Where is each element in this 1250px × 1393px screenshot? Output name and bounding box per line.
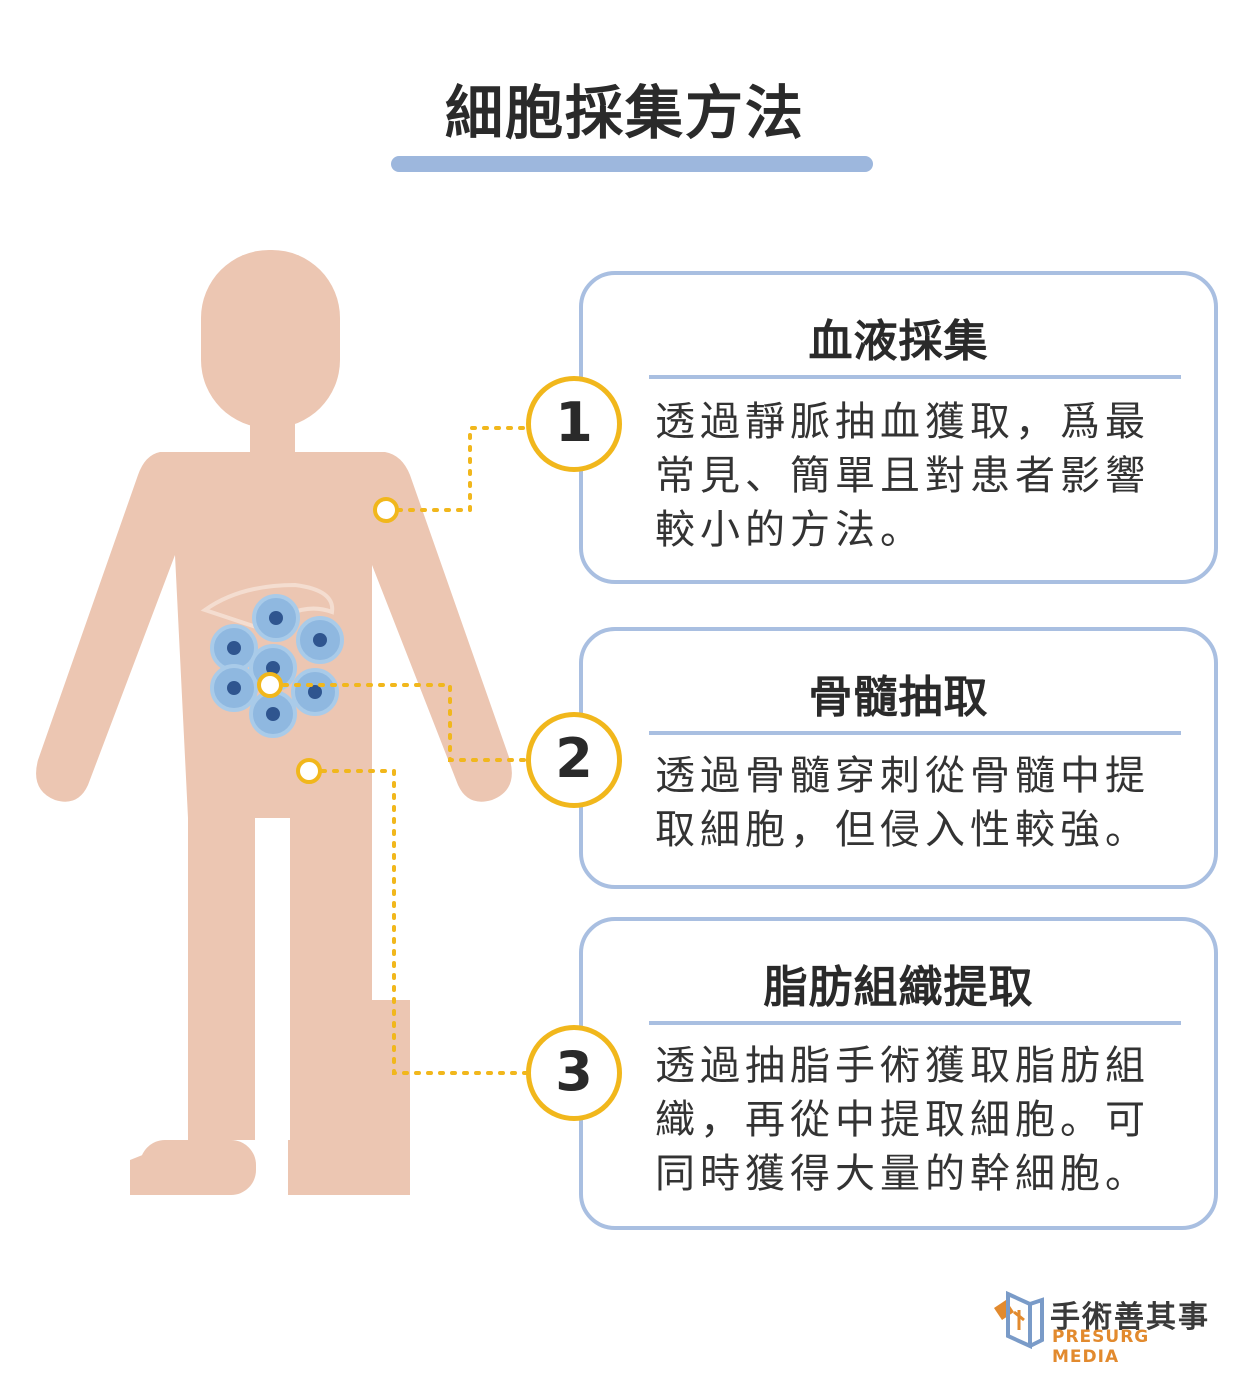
card-heading: 脂肪組織提取	[763, 962, 1034, 1013]
stem-cell	[252, 594, 300, 642]
card-description: 透過骨髓穿刺從骨髓中提取細胞，但侵入性較強。	[655, 753, 1150, 853]
method-card-bone-marrow: 骨髓抽取 透過骨髓穿刺從骨髓中提取細胞，但侵入性較強。	[579, 627, 1218, 889]
card-divider	[649, 731, 1181, 735]
connector-3	[320, 769, 528, 1075]
stem-cell	[210, 624, 258, 672]
marker-dot-hip	[257, 672, 283, 698]
card-heading: 骨髓抽取	[808, 672, 989, 723]
card-description: 透過抽脂手術獲取脂肪組織，再從中提取細胞。可同時獲得大量的幹細胞。	[655, 1043, 1150, 1197]
marker-dot-abdomen	[296, 758, 322, 784]
logo-english-name: PRESURG MEDIA	[1052, 1327, 1150, 1367]
stem-cell	[249, 690, 297, 738]
title-underline	[391, 156, 873, 172]
card-description: 透過靜脈抽血獲取，爲最常見、簡單且對患者影響較小的方法。	[655, 399, 1150, 553]
method-card-blood: 血液採集 透過靜脈抽血獲取，爲最常見、簡單且對患者影響較小的方法。	[579, 271, 1218, 584]
card-heading: 血液採集	[808, 316, 989, 367]
method-card-adipose: 脂肪組織提取 透過抽脂手術獲取脂肪組織，再從中提取細胞。可同時獲得大量的幹細胞。	[579, 917, 1218, 1230]
step-number-3: 3	[526, 1025, 622, 1121]
step-number-1: 1	[526, 376, 622, 472]
page-title: 細胞採集方法	[444, 79, 805, 147]
stem-cell	[210, 664, 258, 712]
card-divider	[649, 1021, 1181, 1025]
connector-1	[396, 426, 528, 512]
connector-lines	[282, 426, 528, 1075]
brand-logo: 手術善其事 PRESURG MEDIA	[990, 1290, 1220, 1367]
marker-dot-arm	[373, 497, 399, 523]
body-silhouette	[36, 250, 512, 1195]
connector-2	[282, 683, 528, 762]
card-divider	[649, 375, 1181, 379]
logo-chinese-name: 手術善其事	[1050, 1300, 1210, 1335]
logo-icon	[994, 1290, 1044, 1350]
stem-cell	[291, 668, 339, 716]
step-number-2: 2	[526, 712, 622, 808]
stem-cell	[296, 616, 344, 664]
